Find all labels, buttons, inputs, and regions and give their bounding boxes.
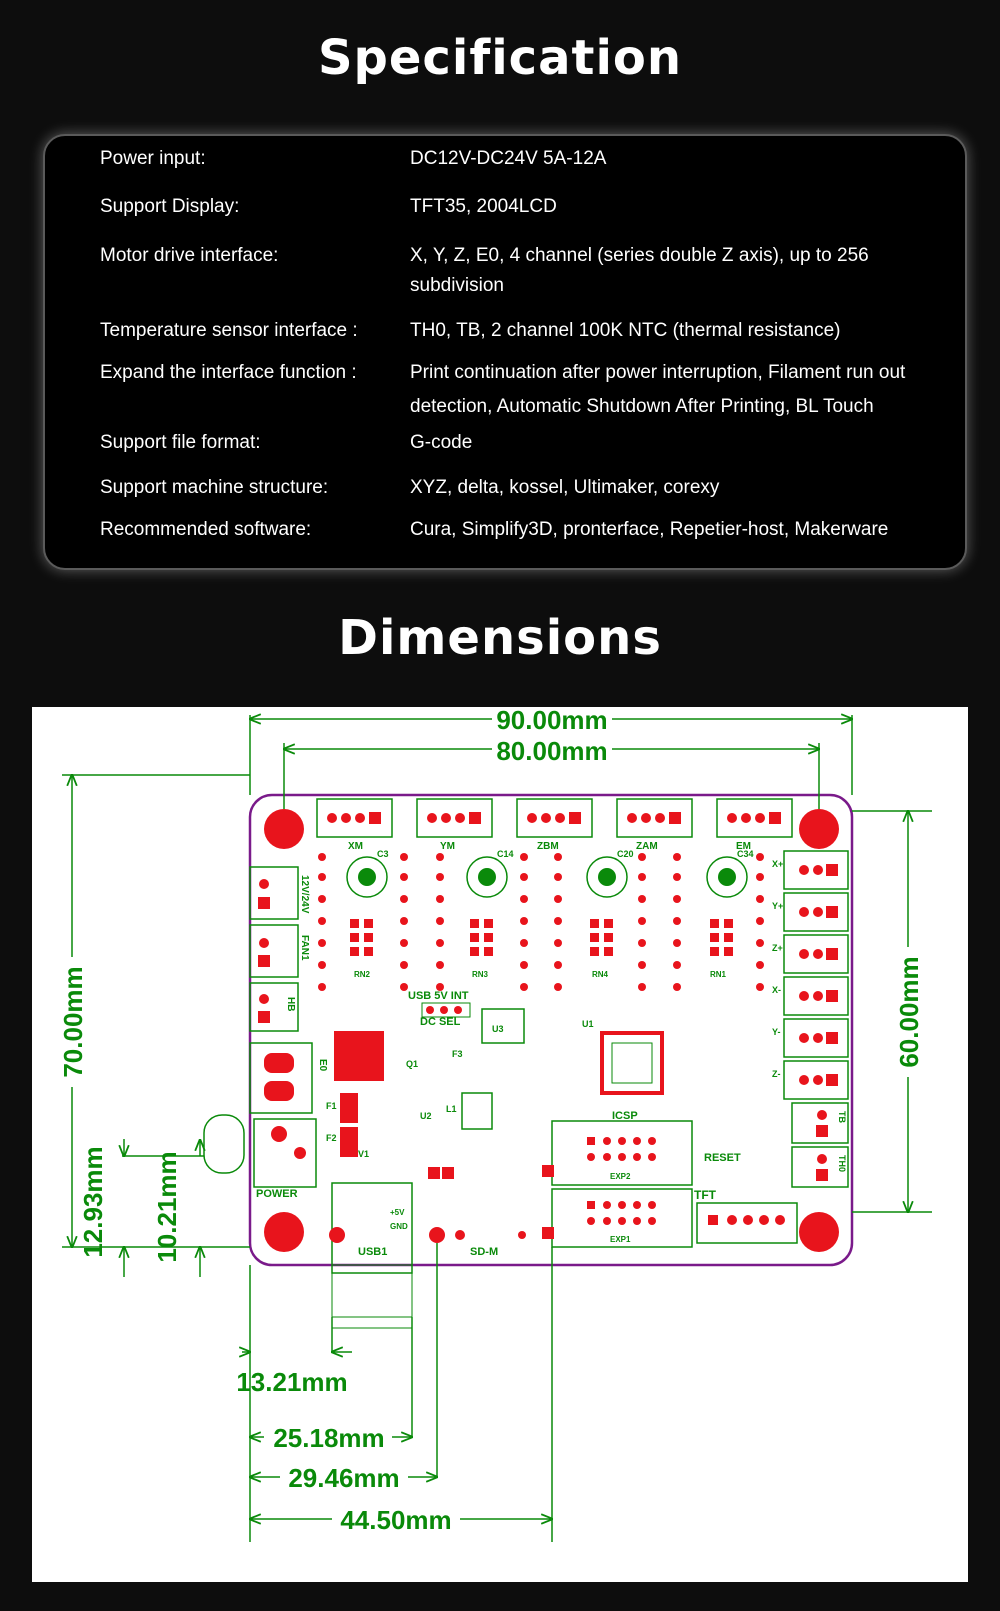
- spec-value: DC12V-DC24V 5A-12A: [410, 148, 607, 169]
- label-exp1: EXP1: [610, 1235, 631, 1244]
- spec-label: Power input:: [100, 148, 206, 169]
- specification-table: Power input: DC12V-DC24V 5A-12A Support …: [43, 134, 967, 570]
- label-f1: F1: [326, 1101, 337, 1111]
- label-c20: C20: [617, 849, 634, 859]
- dim-left-offset-b: 10.21mm: [152, 1151, 182, 1262]
- label-rn2: RN2: [354, 970, 371, 979]
- label-f2: F2: [326, 1133, 337, 1143]
- label-exp2: EXP2: [610, 1172, 631, 1181]
- spec-label: Support file format:: [100, 432, 261, 453]
- capacitors: [346, 856, 748, 898]
- specification-title: Specification: [317, 30, 683, 86]
- dimension-values: 90.00mm 80.00mm 70.00mm 60.00mm 12.93mm …: [58, 707, 924, 1535]
- spec-value: TFT35, 2004LCD: [410, 196, 557, 217]
- label-zam: ZAM: [636, 841, 658, 852]
- motor-connectors: [316, 798, 793, 838]
- dim-bottom-d: 44.50mm: [340, 1505, 451, 1535]
- label-e0: E0: [317, 1059, 328, 1072]
- dim-width-holes: 80.00mm: [496, 736, 607, 766]
- dimensions-drawing: XM YM ZBM ZAM EM C3 C14 C20 C34: [32, 707, 968, 1582]
- label-th0: TH0: [837, 1155, 847, 1172]
- label-rn3: RN3: [472, 970, 489, 979]
- label-z-minus: Z-: [772, 1069, 781, 1079]
- spec-value: G-code: [410, 432, 473, 453]
- label-rn4: RN4: [592, 970, 609, 979]
- dimension-diagram-svg: XM YM ZBM ZAM EM C3 C14 C20 C34: [58, 707, 932, 1542]
- label-em: EM: [736, 841, 751, 852]
- motor-connector-pins: [327, 812, 781, 824]
- label-sd-m: SD-M: [470, 1246, 498, 1258]
- label-c34: C34: [737, 849, 754, 859]
- left-connector-pins: [258, 879, 306, 1159]
- usb-stub: [331, 1264, 413, 1318]
- spec-label: Temperature sensor interface :: [100, 320, 358, 341]
- spec-label: Recommended software:: [100, 519, 312, 540]
- label-rn1: RN1: [710, 970, 727, 979]
- board-outline: [248, 793, 854, 1267]
- dimensions-title: Dimensions: [338, 610, 662, 666]
- driver-pads: [318, 853, 764, 991]
- spec-value: XYZ, delta, kossel, Ultimaker, corexy: [410, 477, 720, 498]
- mounting-holes: [264, 809, 839, 1252]
- label-plus-5v: +5V: [390, 1208, 405, 1217]
- label-c3: C3: [377, 849, 389, 859]
- dim-left-offset-a: 12.93mm: [78, 1146, 108, 1257]
- dim-height-holes: 60.00mm: [894, 956, 924, 1067]
- right-endstop-connectors: [783, 850, 849, 1188]
- label-usb1: USB1: [358, 1246, 387, 1258]
- label-f3: F3: [452, 1049, 463, 1059]
- label-x-plus: X+: [772, 859, 783, 869]
- label-c14: C14: [497, 849, 514, 859]
- dim-bottom-b: 25.18mm: [273, 1423, 384, 1453]
- label-power: POWER: [256, 1188, 298, 1200]
- label-l1: L1: [446, 1104, 457, 1114]
- spec-value: Print continuation after power interrupt…: [410, 362, 906, 417]
- label-fan1: FAN1: [299, 935, 310, 961]
- label-u3: U3: [492, 1024, 504, 1034]
- label-y-minus: Y-: [772, 1027, 781, 1037]
- dim-width-total: 90.00mm: [496, 707, 607, 735]
- label-usb-5v-int: USB 5V INT: [408, 990, 469, 1002]
- label-hb: HB: [285, 997, 296, 1011]
- spec-label: Support machine structure:: [100, 477, 329, 498]
- label-y-plus: Y+: [772, 901, 783, 911]
- label-reset: RESET: [704, 1152, 741, 1164]
- label-x-minus: X-: [772, 985, 781, 995]
- label-zbm: ZBM: [537, 841, 559, 852]
- spec-label: Motor drive interface:: [100, 245, 279, 266]
- connector-pads: [329, 1006, 785, 1243]
- label-ym: YM: [440, 841, 455, 852]
- component-labels: USB 5V INT DC SEL U3 U1 L1 F1 F2 F3 Q1 U…: [256, 990, 741, 1258]
- label-z-plus: Z+: [772, 943, 783, 953]
- spec-label: Support Display:: [100, 196, 240, 217]
- spec-value: Cura, Simplify3D, pronterface, Repetier-…: [410, 519, 889, 540]
- label-v1: V1: [358, 1149, 369, 1159]
- label-icsp: ICSP: [612, 1110, 638, 1122]
- label-dc-sel: DC SEL: [420, 1016, 461, 1028]
- label-u1: U1: [582, 1019, 594, 1029]
- label-gnd: GND: [390, 1222, 408, 1231]
- label-q1: Q1: [406, 1059, 418, 1069]
- label-12v24v: 12V/24V: [299, 875, 310, 914]
- spec-label: Expand the interface function :: [100, 362, 357, 383]
- right-connector-pins: [799, 864, 838, 1181]
- dim-height-total: 70.00mm: [58, 966, 88, 1077]
- label-xm: XM: [348, 841, 363, 852]
- spec-value: TH0, TB, 2 channel 100K NTC (thermal res…: [410, 320, 841, 341]
- spec-value: X, Y, Z, E0, 4 channel (series double Z …: [410, 245, 869, 296]
- label-tb: TB: [837, 1111, 847, 1123]
- label-u2: U2: [420, 1111, 432, 1121]
- dim-bottom-a: 13.21mm: [236, 1367, 347, 1397]
- label-tft: TFT: [694, 1188, 717, 1202]
- dim-bottom-c: 29.46mm: [288, 1463, 399, 1493]
